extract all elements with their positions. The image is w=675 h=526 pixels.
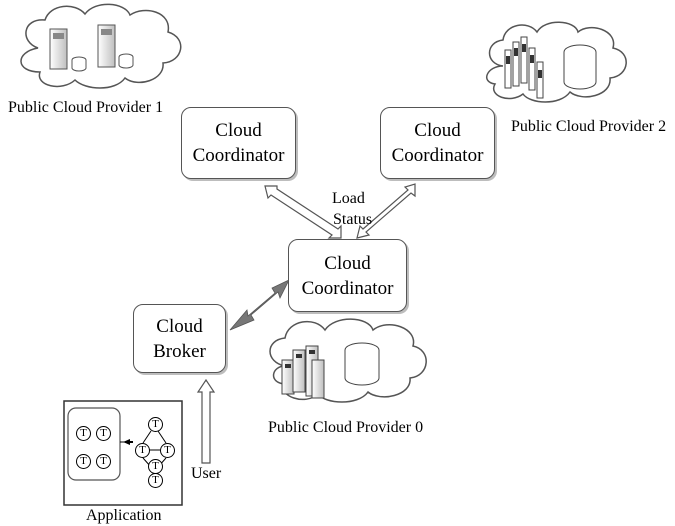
coordinator-right-line1: Cloud: [414, 120, 461, 141]
provider-0-label: Public Cloud Provider 0: [268, 419, 424, 436]
cloud-coordinator-center[interactable]: Cloud Coordinator: [288, 239, 407, 312]
task-node: T: [160, 443, 175, 458]
cloud-broker[interactable]: Cloud Broker: [133, 304, 226, 373]
coordinator-left-line1: Cloud: [215, 120, 262, 141]
coordinator-center-line2: Coordinator: [301, 277, 394, 299]
cloud-provider-1-icon: [20, 3, 182, 89]
broker-coordinator-arrow: [229, 279, 290, 331]
user-label: User: [191, 465, 222, 482]
task-node: T: [148, 473, 163, 488]
cloud-coordinator-right[interactable]: Cloud Coordinator: [380, 107, 495, 179]
coordinator-center-line1: Cloud: [324, 252, 371, 274]
task-node: T: [76, 426, 91, 441]
provider-1-label: Public Cloud Provider 1: [8, 99, 164, 116]
cloud-provider-0-icon: [269, 318, 427, 403]
right-coordinator-link-arrow: [356, 183, 416, 239]
status-label: Status: [333, 211, 373, 228]
broker-line1: Cloud: [156, 315, 203, 337]
task-node: T: [148, 459, 163, 474]
application-label: Application: [86, 507, 162, 524]
task-node: T: [96, 454, 111, 469]
user-arrow: [196, 378, 216, 464]
task-node: T: [148, 417, 163, 432]
coordinator-left-line2: Coordinator: [192, 145, 285, 166]
cloud-coordinator-left[interactable]: Cloud Coordinator: [181, 107, 296, 179]
task-node: T: [76, 454, 91, 469]
left-coordinator-link-arrow: [264, 185, 342, 239]
load-label: Load: [332, 190, 365, 207]
broker-line2: Broker: [153, 340, 206, 362]
task-node: T: [135, 443, 150, 458]
provider-2-label: Public Cloud Provider 2: [511, 118, 667, 135]
coordinator-right-line2: Coordinator: [391, 145, 484, 166]
task-node: T: [96, 426, 111, 441]
cloud-provider-2-icon: [485, 21, 627, 103]
